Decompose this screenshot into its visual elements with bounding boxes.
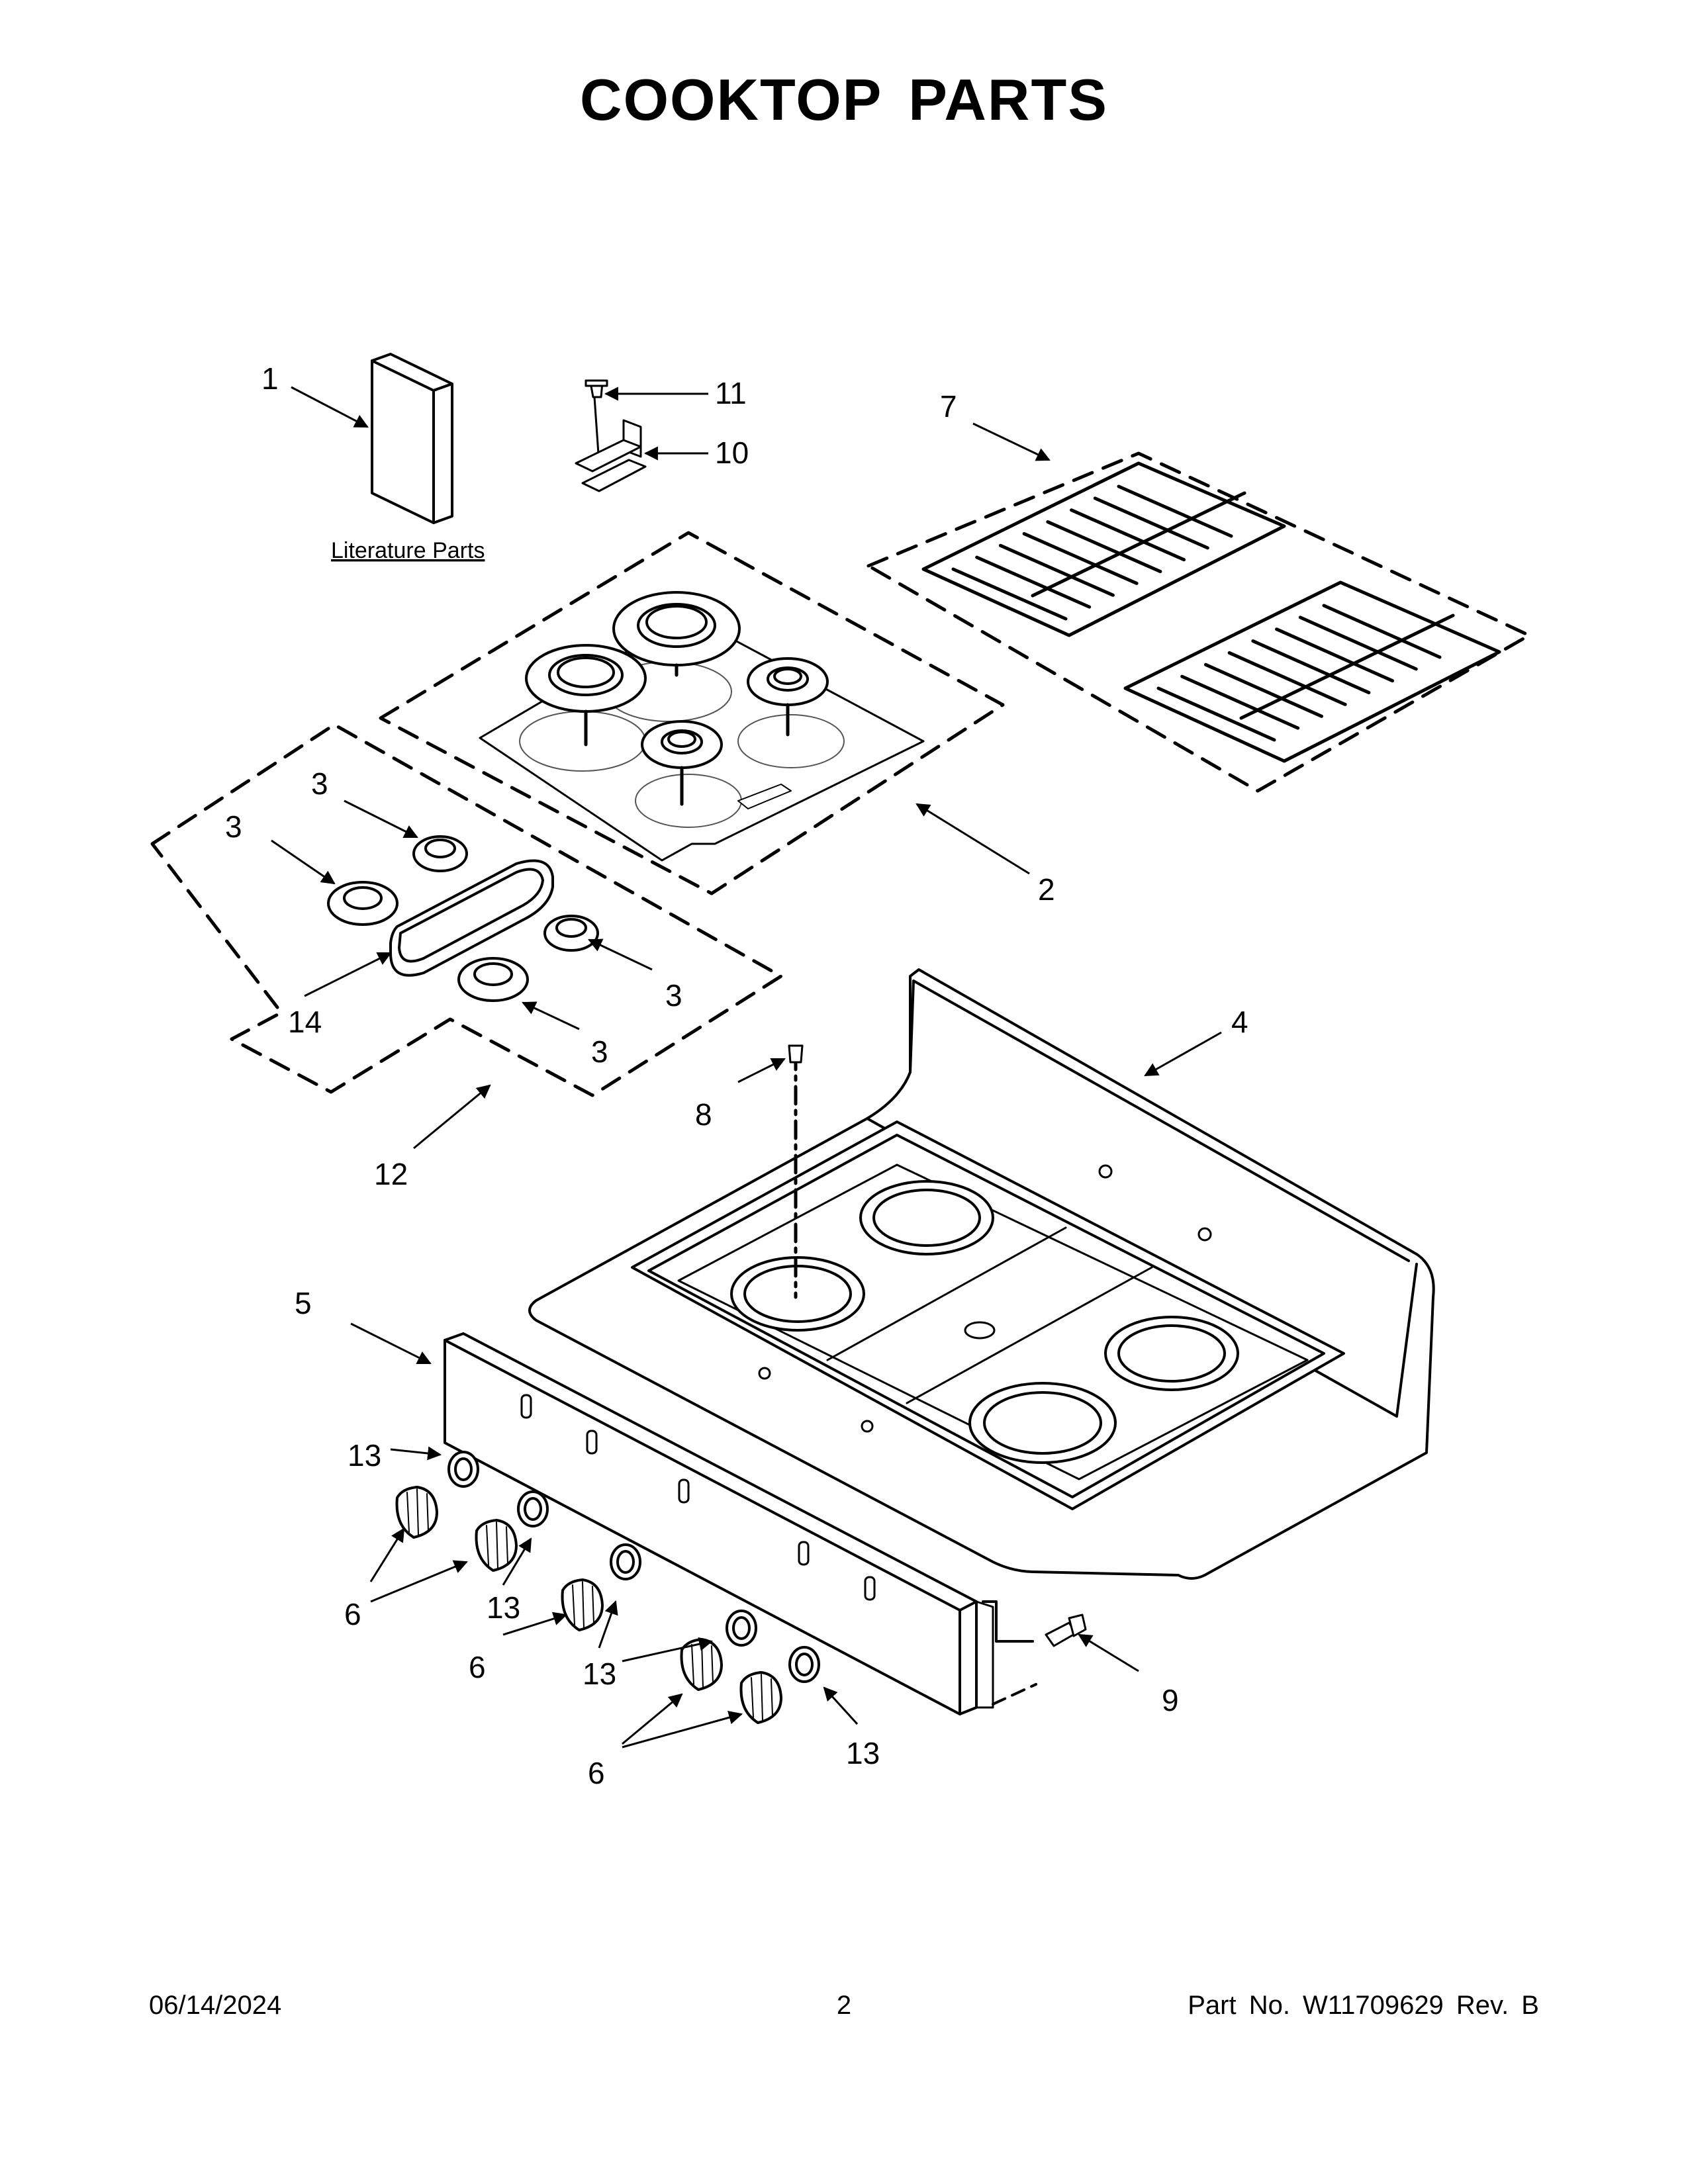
callout-3-right: 3 — [665, 978, 682, 1013]
callout-1: 1 — [261, 361, 279, 396]
burner-head-left — [327, 881, 399, 926]
callout-12: 12 — [374, 1157, 408, 1191]
footer-page-number: 2 — [836, 1991, 852, 2020]
callout-3-left: 3 — [225, 809, 242, 844]
callout-3-bottom: 3 — [591, 1034, 608, 1069]
callout-7: 7 — [940, 389, 957, 424]
callout-2: 2 — [1038, 872, 1055, 907]
page-title: COOKTOP PARTS — [580, 67, 1108, 132]
callout-3-top: 3 — [311, 766, 328, 801]
callout-10: 10 — [715, 435, 749, 470]
callout-11: 11 — [715, 376, 747, 410]
oval-burner — [389, 859, 554, 977]
burner-base-group — [150, 723, 783, 1097]
callout-13-d: 13 — [846, 1736, 880, 1770]
callout-13-b: 13 — [487, 1590, 520, 1625]
panel-screw — [1045, 1614, 1087, 1647]
footer-date: 06/14/2024 — [149, 1991, 282, 2020]
callout-13-a: 13 — [348, 1438, 381, 1473]
callout-13-c: 13 — [583, 1657, 616, 1691]
callout-8: 8 — [695, 1097, 712, 1132]
bracket-and-screw — [575, 379, 647, 492]
callout-9: 9 — [1162, 1683, 1179, 1717]
cooktop-screw — [788, 1044, 804, 1299]
callout-6-c: 6 — [588, 1756, 605, 1790]
literature-parts-booklet — [371, 353, 453, 524]
literature-parts-label: Literature Parts — [331, 538, 485, 563]
knobs-and-bezels — [395, 1451, 820, 1724]
burner-head-top — [412, 835, 468, 872]
burner-cap-group — [379, 531, 1005, 895]
callout-4: 4 — [1231, 1005, 1248, 1039]
callout-14: 14 — [288, 1005, 322, 1039]
callout-6-a: 6 — [344, 1597, 361, 1631]
callout-5: 5 — [295, 1286, 312, 1320]
control-panel — [444, 1332, 1037, 1715]
footer-part-number: Part No. W11709629 Rev. B — [1188, 1991, 1539, 2020]
grate-assembly — [867, 451, 1531, 793]
burner-head-right — [543, 915, 599, 952]
burner-head-bottom — [457, 957, 529, 1002]
main-cooktop — [528, 968, 1435, 1580]
callout-6-b: 6 — [469, 1650, 486, 1684]
